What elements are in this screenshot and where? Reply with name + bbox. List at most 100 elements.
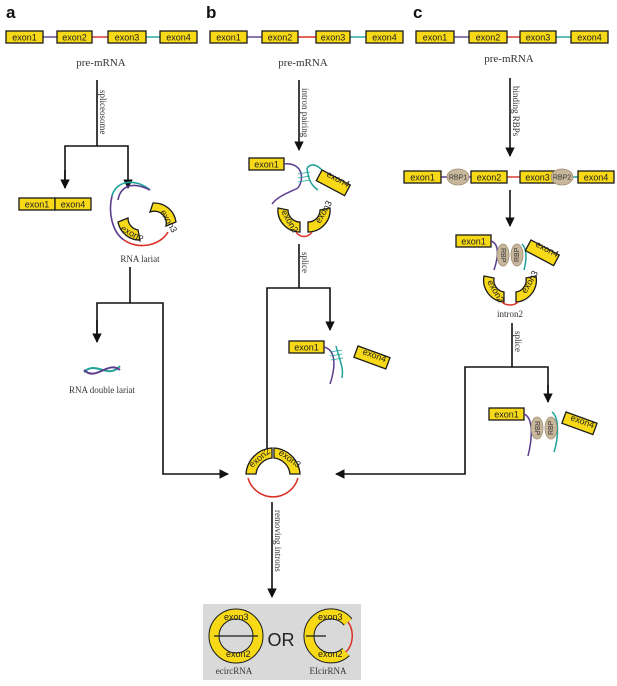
- exon-box: exon2: [468, 30, 508, 44]
- rna-lariat-label: RNA lariat: [120, 254, 160, 264]
- pre-mrna-with-rbps: exon1 RBP1 exon2 exon3 RBP2 exon4: [403, 168, 615, 186]
- exon-box: exon1: [415, 30, 455, 44]
- panel-b: exon1 exon2 exon3 exon4 pre-mRNA intron …: [203, 30, 404, 680]
- exon-box: exon2: [56, 30, 93, 44]
- exon-label: exon4: [584, 173, 609, 183]
- spliceosome-label: spliceosome: [98, 90, 108, 135]
- exon-box: exon4: [365, 30, 404, 44]
- rbp-label: RBP: [499, 248, 506, 263]
- circrna-intermediate: exon2 exon3: [245, 446, 303, 498]
- exon-box: exon4: [570, 30, 609, 44]
- exon-box: exon4: [54, 197, 92, 211]
- panel-letter-b: b: [206, 3, 216, 22]
- rbp-exon1-exon4-product: exon1 RBP RBP exon4: [488, 407, 598, 457]
- exon-label: exon2: [119, 223, 145, 244]
- rbp-protein: [544, 416, 558, 440]
- exon-label: exon3: [526, 33, 551, 43]
- exon-box: exon3: [519, 30, 557, 44]
- exon-label: exon3: [321, 33, 346, 43]
- rbp-label: RBP: [514, 247, 521, 262]
- ecircrna: exon3 exon2: [208, 608, 264, 664]
- exon-box: exon3: [107, 30, 147, 44]
- or-label: OR: [268, 630, 295, 650]
- rbp-label: RBP2: [553, 175, 571, 182]
- exon-box: [403, 170, 442, 184]
- exon-label: exon1: [12, 33, 37, 43]
- exon-box: exon1: [18, 197, 56, 211]
- exon-box: [561, 411, 598, 436]
- exon-label: exon3: [313, 199, 334, 225]
- pre-mrna-label: pre-mRNA: [278, 57, 328, 69]
- exon-label: exon3: [224, 612, 249, 622]
- rna-double-lariat-label: RNA double lariat: [69, 385, 135, 395]
- exon1-exon4-product: exon1 exon4: [288, 340, 391, 385]
- exon-label: exon1: [25, 200, 50, 210]
- exon-arc: [148, 202, 177, 228]
- pre-mrna-label: pre-mRNA: [76, 57, 126, 69]
- panel-c: exon1 exon2 exon3 exon4 pre-mRNA binding…: [335, 30, 615, 479]
- branch-arrow: [64, 145, 133, 189]
- rbp-protein: [510, 243, 524, 267]
- exon-box: exon3: [315, 30, 351, 44]
- exon-box: exon1: [209, 30, 248, 44]
- exon-box: [524, 239, 561, 267]
- exon-box: exon2: [261, 30, 299, 44]
- exon-label: exon2: [477, 173, 502, 183]
- pre-mrna-label: pre-mRNA: [484, 53, 534, 65]
- eicircrna: exon3 exon2: [303, 608, 353, 664]
- exon-label: exon1: [410, 173, 435, 183]
- exon-box: [470, 170, 508, 184]
- panel-letter-c: c: [413, 3, 422, 22]
- exon-label: exon2: [318, 649, 343, 659]
- intron2-label: intron2: [497, 309, 523, 319]
- rna-lariat: exon3 exon2: [109, 181, 179, 247]
- rbp-protein: [446, 168, 470, 186]
- exon-arc: [273, 447, 301, 475]
- rbp-protein: [496, 243, 510, 267]
- exon-label: exon4: [166, 33, 191, 43]
- splice-label-b: splice: [300, 252, 310, 273]
- exon-label: exon4: [61, 200, 86, 210]
- exon-label: exon1: [216, 33, 241, 43]
- exon-label: exon3: [318, 612, 343, 622]
- exon-box: exon1: [5, 30, 44, 44]
- branch-arrow: [266, 287, 335, 452]
- exon-label: exon1: [294, 343, 319, 353]
- intron-pairing-structure: exon1 exon4 exon2 exon3: [248, 157, 352, 238]
- exon-label: exon1: [461, 237, 486, 247]
- arrow-to-circrna: [335, 366, 549, 479]
- exon-box: [353, 345, 391, 370]
- exon-arc: [482, 275, 505, 303]
- exon-label: exon1: [254, 160, 279, 170]
- rbp-protein: [550, 168, 574, 186]
- rbp-label: RBP: [548, 420, 555, 435]
- binding-rbps-label: binding RBPs: [511, 86, 521, 137]
- exon-arc: [117, 217, 141, 241]
- exon-box: exon4: [159, 30, 198, 44]
- exon-label: exon3: [525, 173, 550, 183]
- exon-arc: [245, 447, 273, 475]
- removing-introns-label: removing introns: [273, 510, 283, 572]
- panel-a: exon1 exon2 exon3 exon4 pre-mRNA spliceo…: [5, 30, 229, 479]
- arrow-to-circrna: [96, 302, 229, 479]
- exon-label: exon2: [268, 33, 293, 43]
- intron-pairing-label: intron pairing: [300, 88, 310, 138]
- exon-label: exon2: [226, 649, 251, 659]
- ecircrna-label: ecircRNA: [216, 666, 253, 676]
- exon-arc: [515, 275, 538, 303]
- exon-label: exon1: [494, 410, 519, 420]
- exon-label: exon2: [476, 33, 501, 43]
- eicircrna-label: EIcirRNA: [310, 666, 347, 676]
- rna-double-lariat: [83, 365, 121, 375]
- panel-letter-a: a: [6, 3, 16, 22]
- exon-box: [315, 169, 352, 197]
- rbp-label: RBP1: [449, 175, 467, 182]
- rbp-mediated-structure: exon1 RBP RBP exon4 exon2 exon3: [455, 234, 561, 306]
- splice-label-c: splice: [513, 331, 523, 352]
- exon-label: exon4: [372, 33, 397, 43]
- exon-arc: [307, 207, 331, 233]
- exon-label: exon2: [62, 33, 87, 43]
- rbp-label: RBP: [533, 421, 540, 436]
- exon-box: [577, 170, 615, 184]
